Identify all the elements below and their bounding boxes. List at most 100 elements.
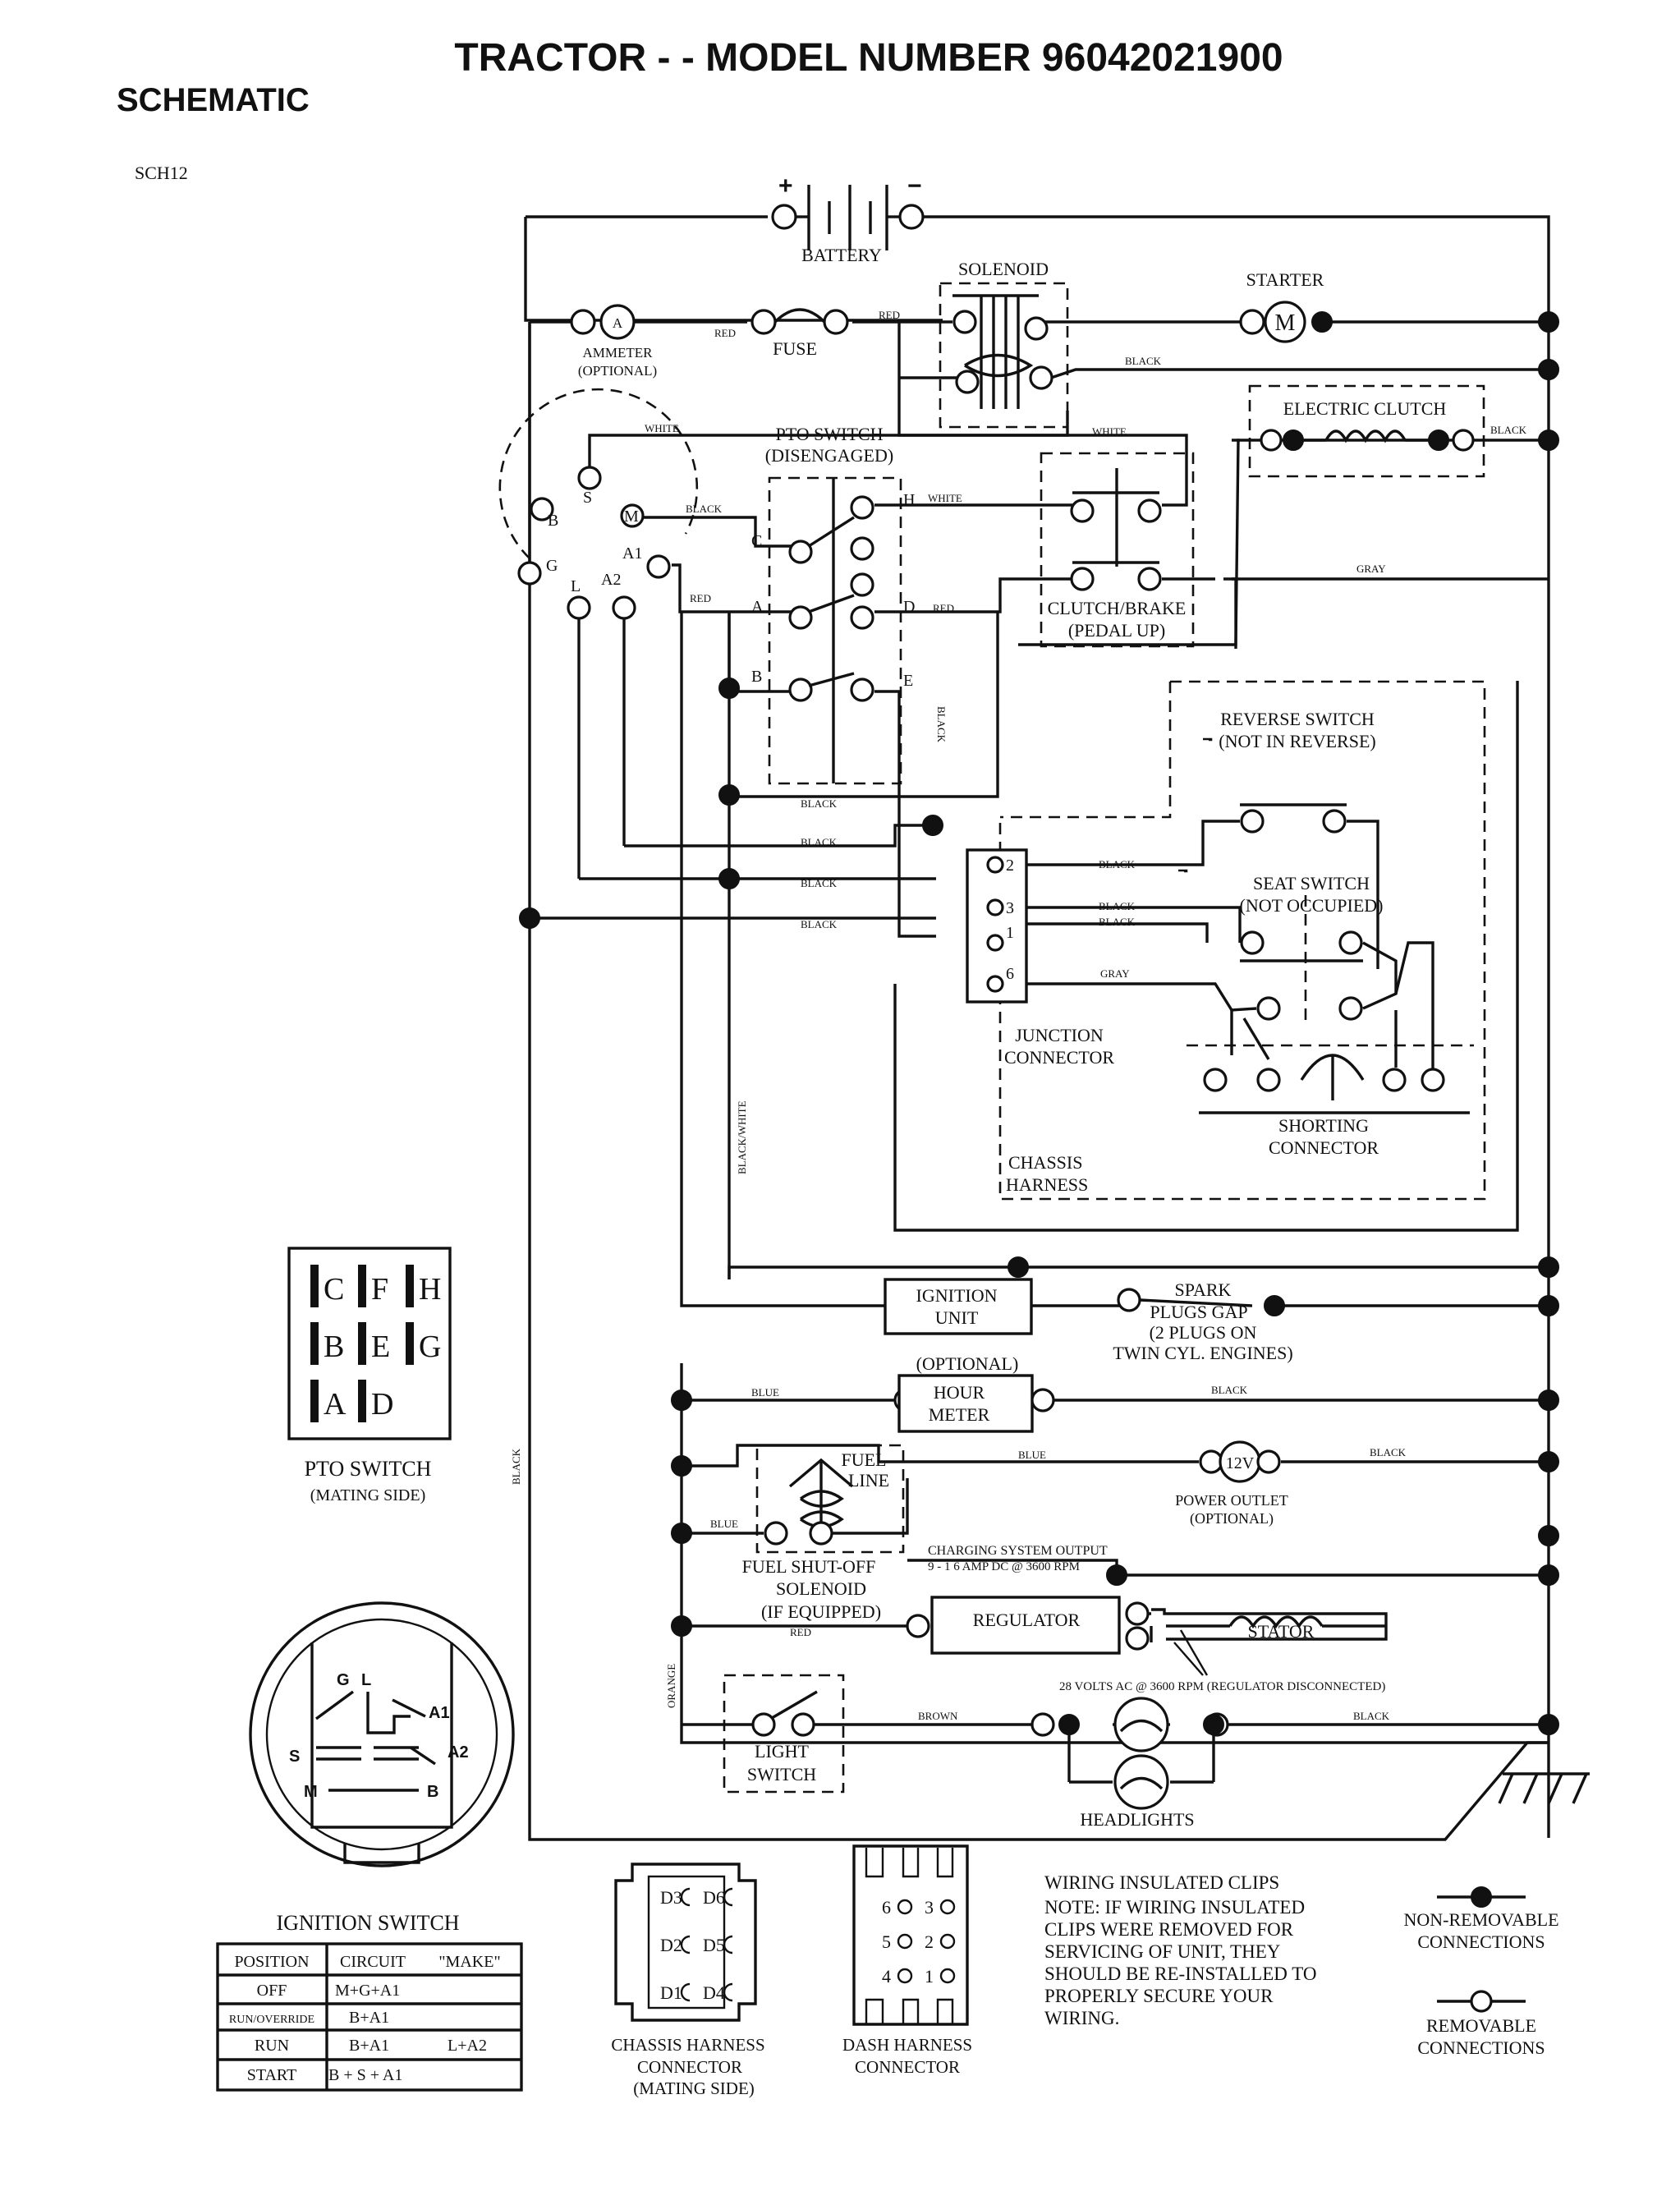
table-row-circuit: M+G+A1 [335,1982,400,2000]
ignition-unit-label: IGNITION [916,1285,998,1306]
fuel-shutoff-solenoid: FUEL LINE FUEL SHUT-OFF SOLENOID (IF EQU… [742,1444,905,1622]
clutch-brake-switch: CLUTCH/BRAKE (PEDAL UP) [1040,452,1195,648]
note-line: PROPERLY SECURE YOUR [1044,1986,1274,2006]
wire-gray-1: GRAY [1356,563,1386,575]
light-switch-label: LIGHT [755,1741,810,1762]
solenoid: SOLENOID [939,259,1069,429]
electric-clutch-label: ELECTRIC CLUTCH [1283,398,1447,419]
seat-switch-state: (NOT OCCUPIED) [1240,895,1384,916]
table-row-circuit: B + S + A1 [328,2066,402,2084]
table-row-circuit: B+A1 [349,2009,389,2027]
table-row-position: RUN/OVERRIDE [229,2014,314,2026]
wire-red-2: RED [879,309,900,321]
stator-voltage-note: 28 VOLTS AC @ 3600 RPM (REGULATOR DISCON… [1059,1680,1385,1693]
dash-connector-label-2: CONNECTOR [855,2057,960,2077]
ign-term-b: B [548,512,558,530]
table-header-position: POSITION [234,1953,309,1971]
table-row-extra: L+A2 [448,2037,487,2055]
dash-pin-label: 3 [925,1897,934,1918]
pto-switch-label: PTO SWITCH [776,424,884,444]
chassis-pin-label: D6 [703,1887,725,1908]
dash-pin-socket [939,1968,956,1984]
table-header-make: "MAKE" [438,1953,500,1971]
junction-connector-label-2: CONNECTOR [1004,1047,1114,1068]
hour-meter-label-2: METER [929,1404,990,1425]
wire-black-12: BLACK [1370,1446,1407,1458]
legend-removable: REMOVABLE [1426,2015,1536,2036]
dash-pin-socket [897,1933,913,1950]
table-row-position: OFF [257,1982,287,2000]
chassis-pin-socket [680,1982,691,2002]
jc-pin-3: 3 [1006,899,1014,917]
connection-dots [519,311,1559,1735]
battery: + − BATTERY [771,172,925,265]
ign-term-m: M [624,508,639,526]
fuel-line-label-2: LINE [848,1470,889,1491]
charging-output-label: CHARGING SYSTEM OUTPUT [928,1544,1108,1558]
dash-pin-label: 4 [882,1966,891,1987]
shorting-connector-label: SHORTING [1278,1115,1369,1136]
regulator: REGULATOR CHARGING SYSTEM OUTPUT 9 - 1 6… [906,1544,1150,1655]
power-outlet-symbol: 12V [1226,1454,1255,1472]
dash-pin-label: 2 [925,1931,934,1952]
fuel-shutoff-label-3: (IF EQUIPPED) [761,1601,881,1622]
ammeter-label: AMMETER [583,345,654,361]
starter-label: STARTER [1246,269,1324,290]
pto-pin-letter: D [371,1387,393,1422]
wire-red-4: RED [933,602,954,614]
ignition-switch-schematic: S M B A1 G L A2 [498,388,699,620]
hour-meter: (OPTIONAL) HOUR METER [893,1353,1055,1433]
starter: M STARTER [1239,269,1333,343]
headlights-label: HEADLIGHTS [1080,1809,1194,1830]
spark-label-2: PLUGS GAP [1150,1302,1247,1322]
dash-pin-label: 1 [925,1966,934,1987]
chassis-connector-label: CHASSIS HARNESS [611,2035,764,2055]
ignition-switch-title: IGNITION SWITCH [276,1911,459,1935]
dash-pin-label: 6 [882,1897,891,1918]
pto-pin-bar [358,1265,366,1307]
fuse-label: FUSE [773,338,817,359]
jc-pin-6: 6 [1006,965,1014,983]
pto-pin-bar [406,1265,414,1307]
ignition-table: POSITION CIRCUIT "MAKE" OFF M+G+A1 RUN/O… [216,1942,523,2092]
reverse-switch-state: (NOT IN REVERSE) [1219,731,1375,751]
face-b: B [427,1783,438,1801]
hour-meter-label: HOUR [934,1382,985,1403]
ign-term-a1: A1 [622,544,642,563]
legend-non-removable-2: CONNECTIONS [1417,1931,1545,1952]
pto-term-a: A [751,598,764,616]
battery-label: BATTERY [801,245,882,265]
fuse: FUSE [750,308,849,359]
power-outlet-optional: (OPTIONAL) [1190,1510,1274,1527]
table-row-position: START [247,2066,297,2084]
shorting-connector-label-2: CONNECTOR [1269,1137,1379,1158]
pto-term-h: H [903,491,915,509]
ignition-unit-label-2: UNIT [935,1307,979,1328]
note-line: SHOULD BE RE-INSTALLED TO [1044,1964,1316,1984]
note-title: WIRING INSULATED CLIPS [1044,1872,1279,1893]
wire-red-5: RED [790,1626,811,1638]
fuel-shutoff-label-2: SOLENOID [776,1578,866,1599]
pto-pin-bar [358,1322,366,1365]
pto-mating-title: PTO SWITCH [305,1457,432,1481]
chassis-pin-socket [723,1982,733,2002]
pto-pin-bar [310,1322,319,1365]
spark-label-4: TWIN CYL. ENGINES) [1113,1343,1292,1363]
pto-mating-subtitle: (MATING SIDE) [310,1486,426,1504]
wire-blue-1: BLUE [751,1386,779,1399]
wire-black-white: BLACK/WHITE [736,1100,748,1174]
pto-pin-letter: B [324,1330,344,1364]
pto-pin-bar [310,1380,319,1422]
ammeter: A AMMETER (OPTIONAL) [570,304,657,379]
ignition-switch-face: G L A1 A2 S M B IGNITION SWITCH [249,1601,515,1935]
ammeter-optional: (OPTIONAL) [578,363,657,379]
wire-labels: RED RED BLACK WHITE WHITE BLACK BLACK WH… [510,309,1527,1722]
pto-pin-letter: F [371,1272,388,1307]
pto-pin-bar [310,1265,319,1307]
wire-black-13: BLACK [1353,1710,1390,1722]
ign-term-g: G [546,557,558,575]
pto-pin-bar [358,1380,366,1422]
battery-minus: − [907,172,922,200]
